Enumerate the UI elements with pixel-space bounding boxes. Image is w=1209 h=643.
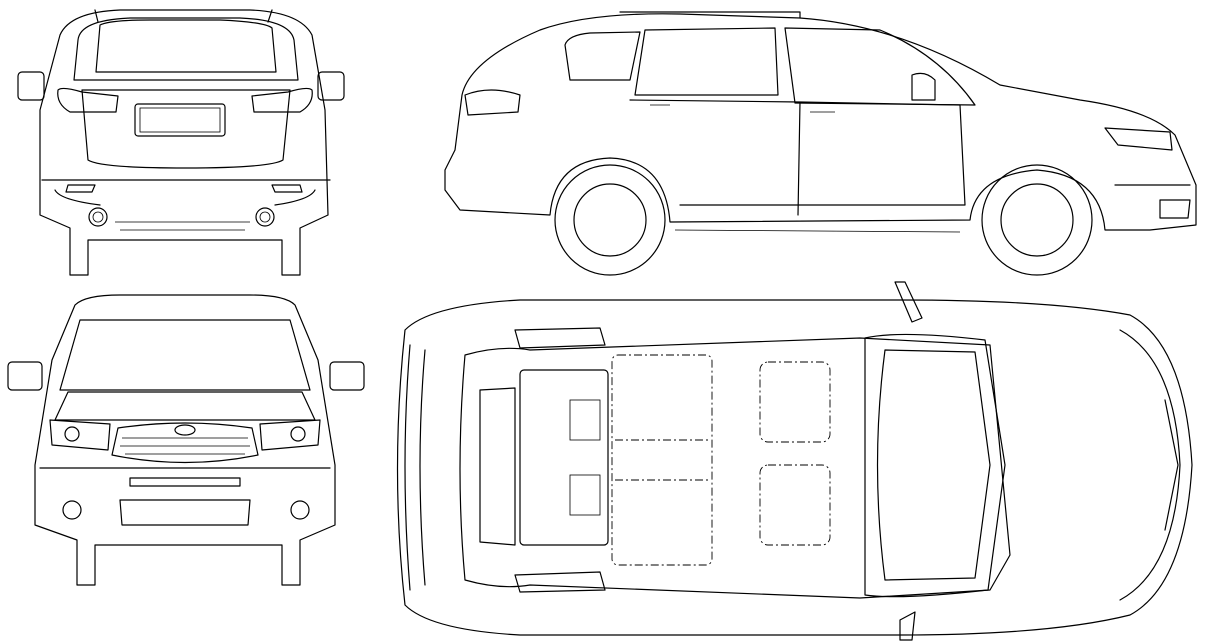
top-view <box>396 281 1193 641</box>
side-view <box>444 11 1197 276</box>
rear-view <box>17 9 345 276</box>
front-view <box>7 294 365 586</box>
